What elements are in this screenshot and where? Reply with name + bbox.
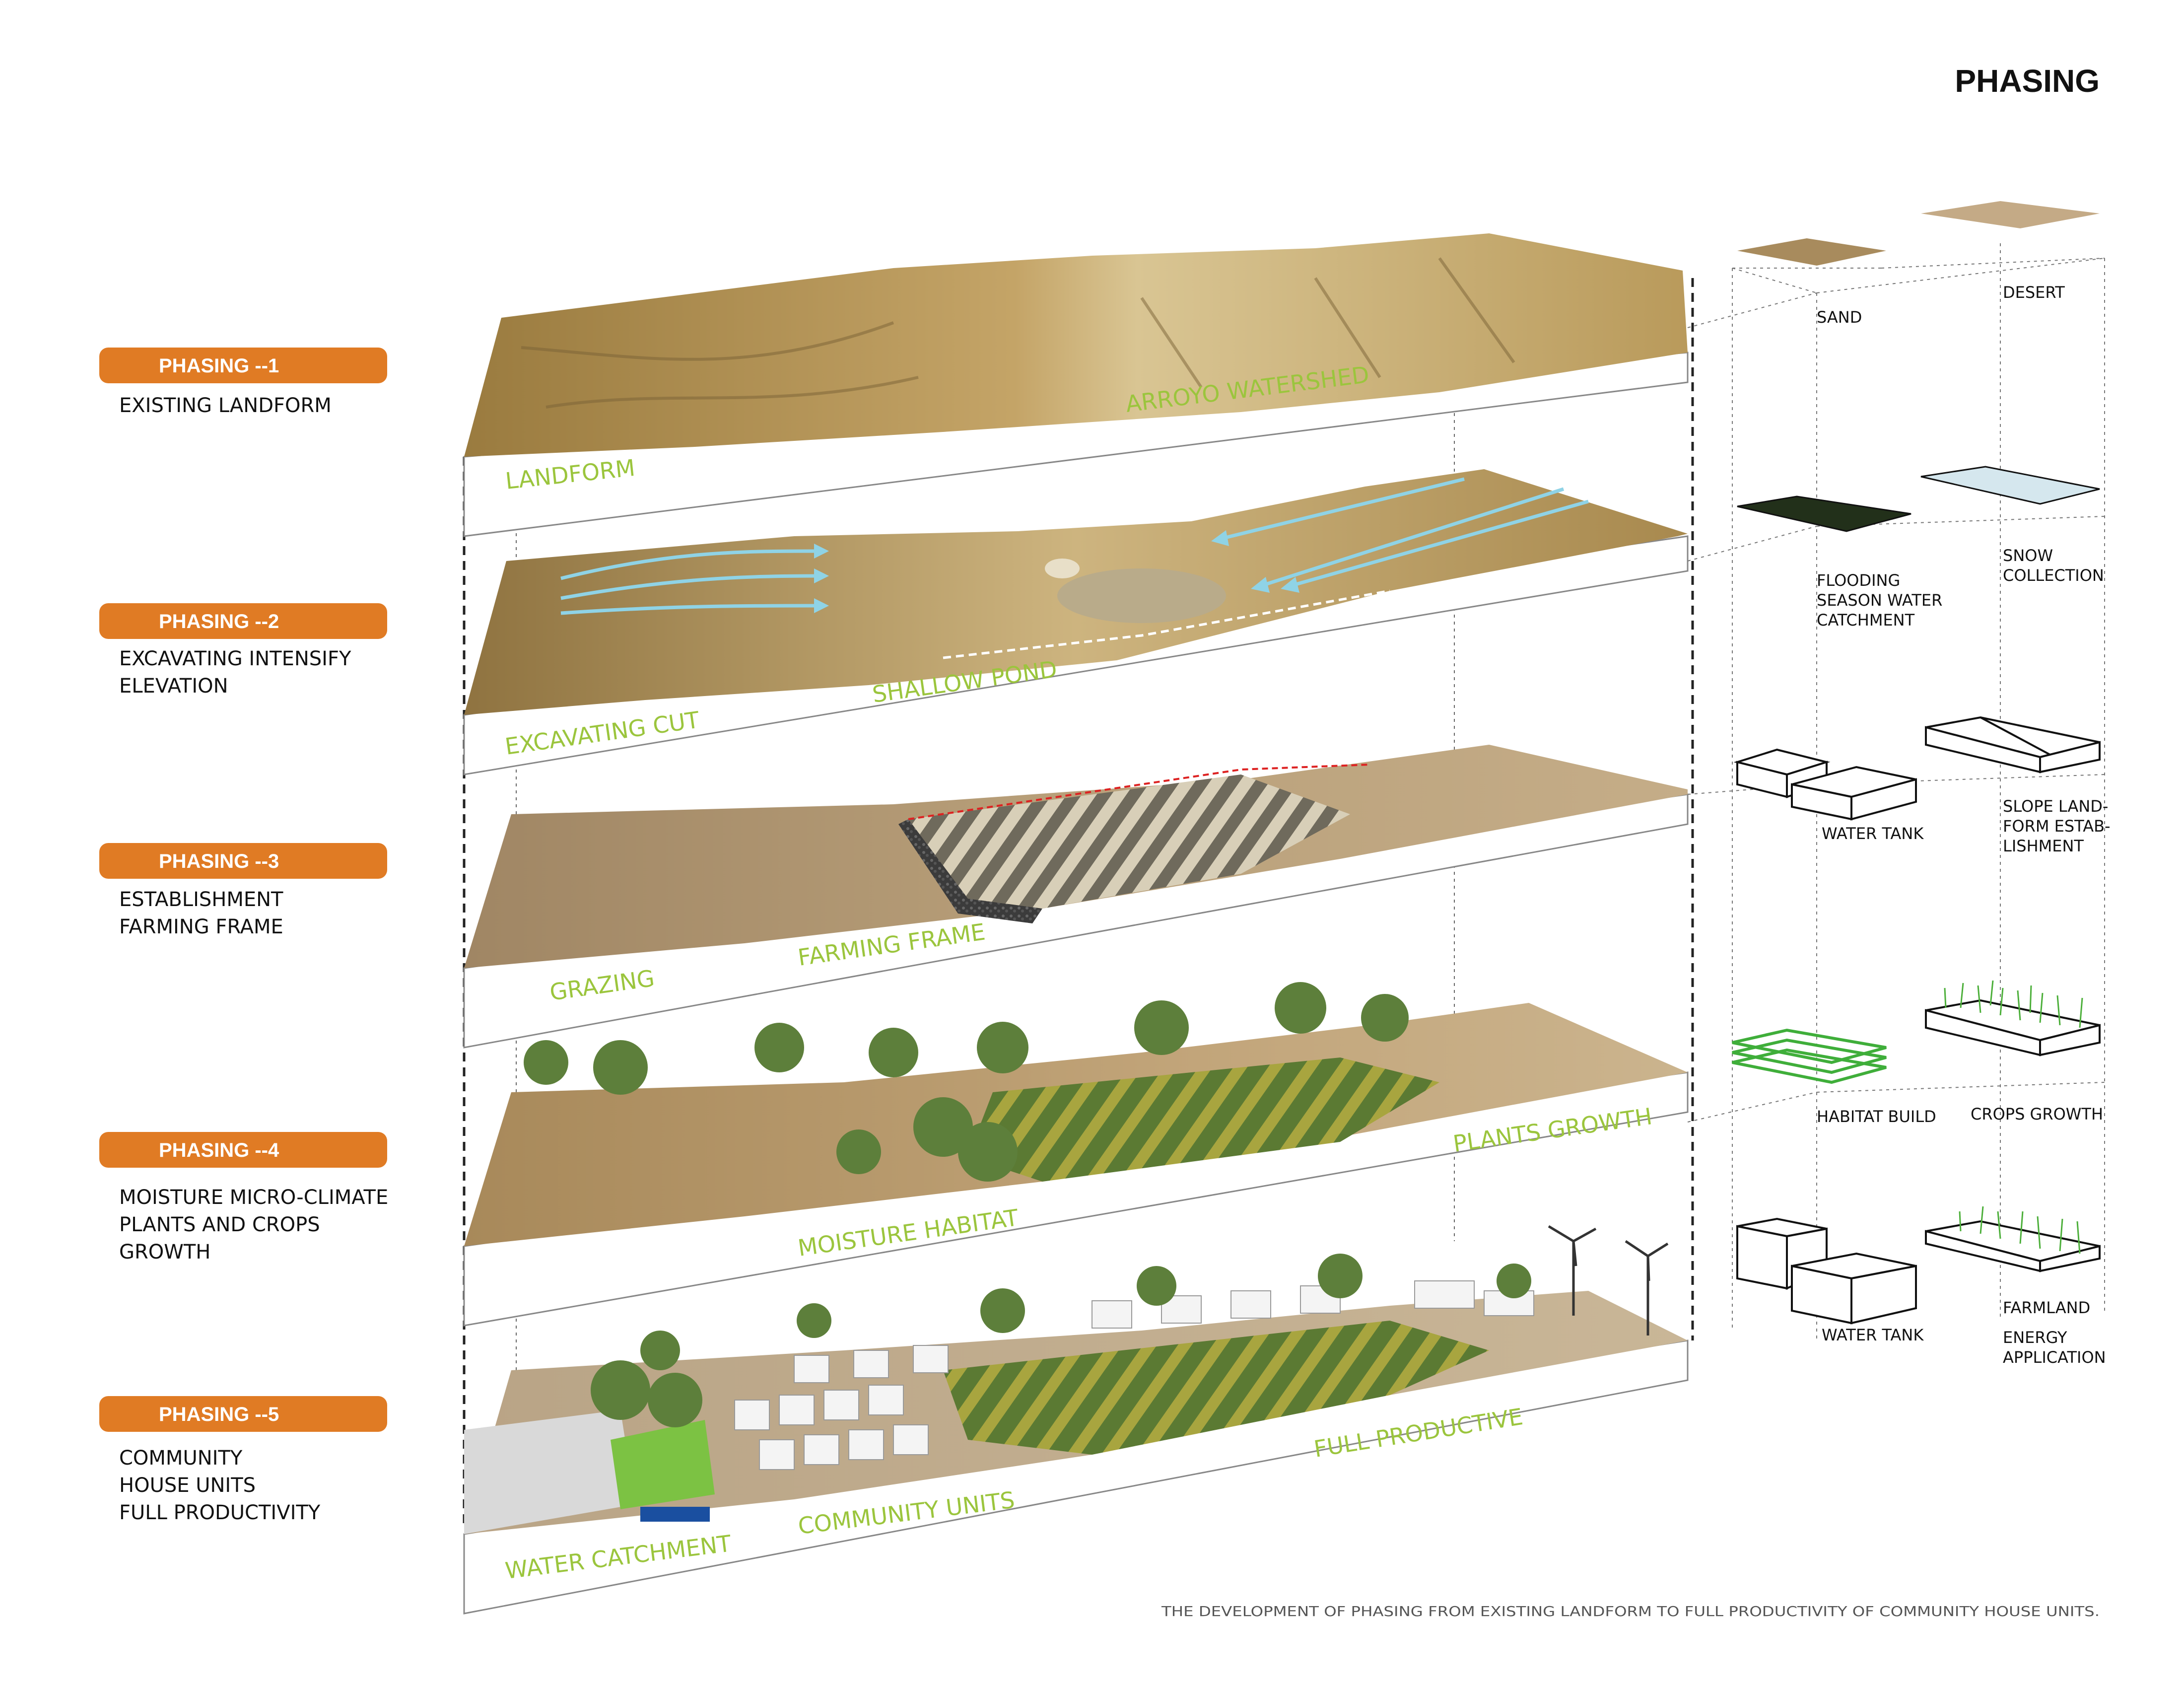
legend-label: ENERGY (2003, 1328, 2067, 1347)
farming-frame-terraces (908, 774, 1350, 909)
legend-label: LISHMENT (2003, 837, 2084, 855)
legend-label: HABITAT BUILD (1817, 1107, 1936, 1126)
green-lawn (611, 1420, 715, 1509)
legend-label: SAND (1817, 308, 1862, 327)
phase-desc-line: GROWTH (119, 1241, 210, 1264)
phase-badge (99, 843, 387, 879)
legend-panel: SAND DESERT FLOODING SEASON WATER CATCHM… (1687, 201, 2111, 1367)
phase-badge (99, 603, 387, 639)
layer-3-farming-frame: GRAZING FARMING FRAME (463, 745, 1689, 1049)
desert-swatch (1921, 201, 2100, 228)
water-catchment-basin (640, 1507, 710, 1522)
phase-badge (99, 1396, 387, 1432)
crop-terraces (968, 1057, 1439, 1182)
phase-4-legend: PHASING --4 MOISTURE MICRO-CLIMATE PLANT… (99, 1132, 388, 1264)
phase-desc-line: COMMUNITY (119, 1447, 243, 1470)
layer-terrain (464, 233, 1688, 457)
phase-badge-label: PHASING --1 (159, 355, 279, 377)
sand-swatch (1737, 238, 1886, 266)
legend-label: FARMLAND (2003, 1298, 2090, 1317)
pond-rock (1045, 559, 1080, 578)
trees (524, 982, 1409, 1182)
phase-desc-line: HOUSE UNITS (119, 1474, 256, 1497)
legend-label: APPLICATION (2003, 1348, 2106, 1367)
flow-arrowheads (814, 530, 1299, 613)
phase-2-legend: PHASING --2 EXCAVATING INTENSIFY ELEVATI… (99, 603, 387, 698)
slope-landform-icon (1925, 716, 2101, 774)
phase-3-legend: PHASING --3 ESTABLISHMENT FARMING FRAME (99, 843, 387, 938)
phase-desc-line: PLANTS AND CROPS (119, 1213, 320, 1236)
phase-1-legend: PHASING --1 EXISTING LANDFORM (99, 348, 387, 417)
legend-label: SNOW (2003, 546, 2053, 565)
legend-label: DESERT (2003, 283, 2065, 302)
legend-label: FORM ESTAB- (2003, 817, 2111, 836)
legend-label: CATCHMENT (1817, 611, 1915, 630)
legend-label: SEASON WATER (1817, 591, 1942, 610)
phase-desc-line: ELEVATION (119, 675, 228, 698)
snow-swatch (1920, 466, 2100, 505)
layer-2-excavation: EXCAVATING CUT SHALLOW POND (463, 469, 1689, 775)
legend-label: CROPS GROWTH (1971, 1105, 2103, 1124)
page-title: PHASING (1955, 63, 2100, 99)
phase-desc-line: EXISTING LANDFORM (119, 394, 332, 417)
phase-badge (99, 1132, 387, 1168)
excavation-edge-red (908, 764, 1370, 820)
phase-desc-line: ESTABLISHMENT (119, 888, 283, 911)
crops-growth-icon (1925, 980, 2101, 1056)
phase-desc-line: FULL PRODUCTIVITY (119, 1501, 321, 1524)
frame-edge-gravel (898, 819, 1042, 923)
paved-plaza (464, 1410, 635, 1534)
productive-fields (943, 1321, 1489, 1455)
water-tank-icon (1733, 748, 1917, 821)
house-units (734, 1280, 1534, 1470)
phase-desc-line: MOISTURE MICRO-CLIMATE (119, 1186, 388, 1209)
layer-5-community: WATER CATCHMENT COMMUNITY UNITS FULL PRO… (463, 1225, 1689, 1615)
layer-4-moisture-habitat: MOISTURE HABITAT PLANTS GROWTH (463, 982, 1689, 1327)
wind-turbines (1548, 1225, 1669, 1336)
habitat-icon (1732, 1028, 1887, 1084)
phase-badge-label: PHASING --5 (159, 1404, 279, 1425)
farmland-icon (1925, 1206, 2101, 1272)
legend-label: FLOODING (1817, 571, 1900, 590)
layer-1-landform: LANDFORM ARROYO WATERSHED (463, 233, 1689, 537)
phase-5-legend: PHASING --5 COMMUNITY HOUSE UNITS FULL P… (99, 1396, 387, 1524)
phase-badge-label: PHASING --2 (159, 611, 279, 633)
phase-desc-line: EXCAVATING INTENSIFY (119, 647, 351, 670)
phase-badge-label: PHASING --4 (159, 1139, 279, 1161)
shallow-pond (1057, 568, 1226, 623)
phase-badge-label: PHASING --3 (159, 850, 279, 872)
flow-arrows (560, 477, 1589, 615)
figure-caption: THE DEVELOPMENT OF PHASING FROM EXISTING… (1161, 1603, 2100, 1619)
legend-label: SLOPE LAND- (2003, 797, 2108, 816)
phase-badge (99, 348, 387, 383)
phase-desc-line: FARMING FRAME (119, 915, 283, 938)
flooding-swatch (1737, 495, 1911, 532)
trees (591, 1254, 1531, 1427)
legend-label: COLLECTION (2003, 566, 2104, 585)
legend-dotted-lines (1687, 243, 2105, 1340)
legend-label: WATER TANK (1822, 824, 1924, 843)
water-tank-icon (1736, 1217, 1917, 1325)
legend-label: WATER TANK (1822, 1326, 1924, 1344)
dashed-cut-line (943, 589, 1390, 659)
terrain-texture (521, 257, 1515, 409)
